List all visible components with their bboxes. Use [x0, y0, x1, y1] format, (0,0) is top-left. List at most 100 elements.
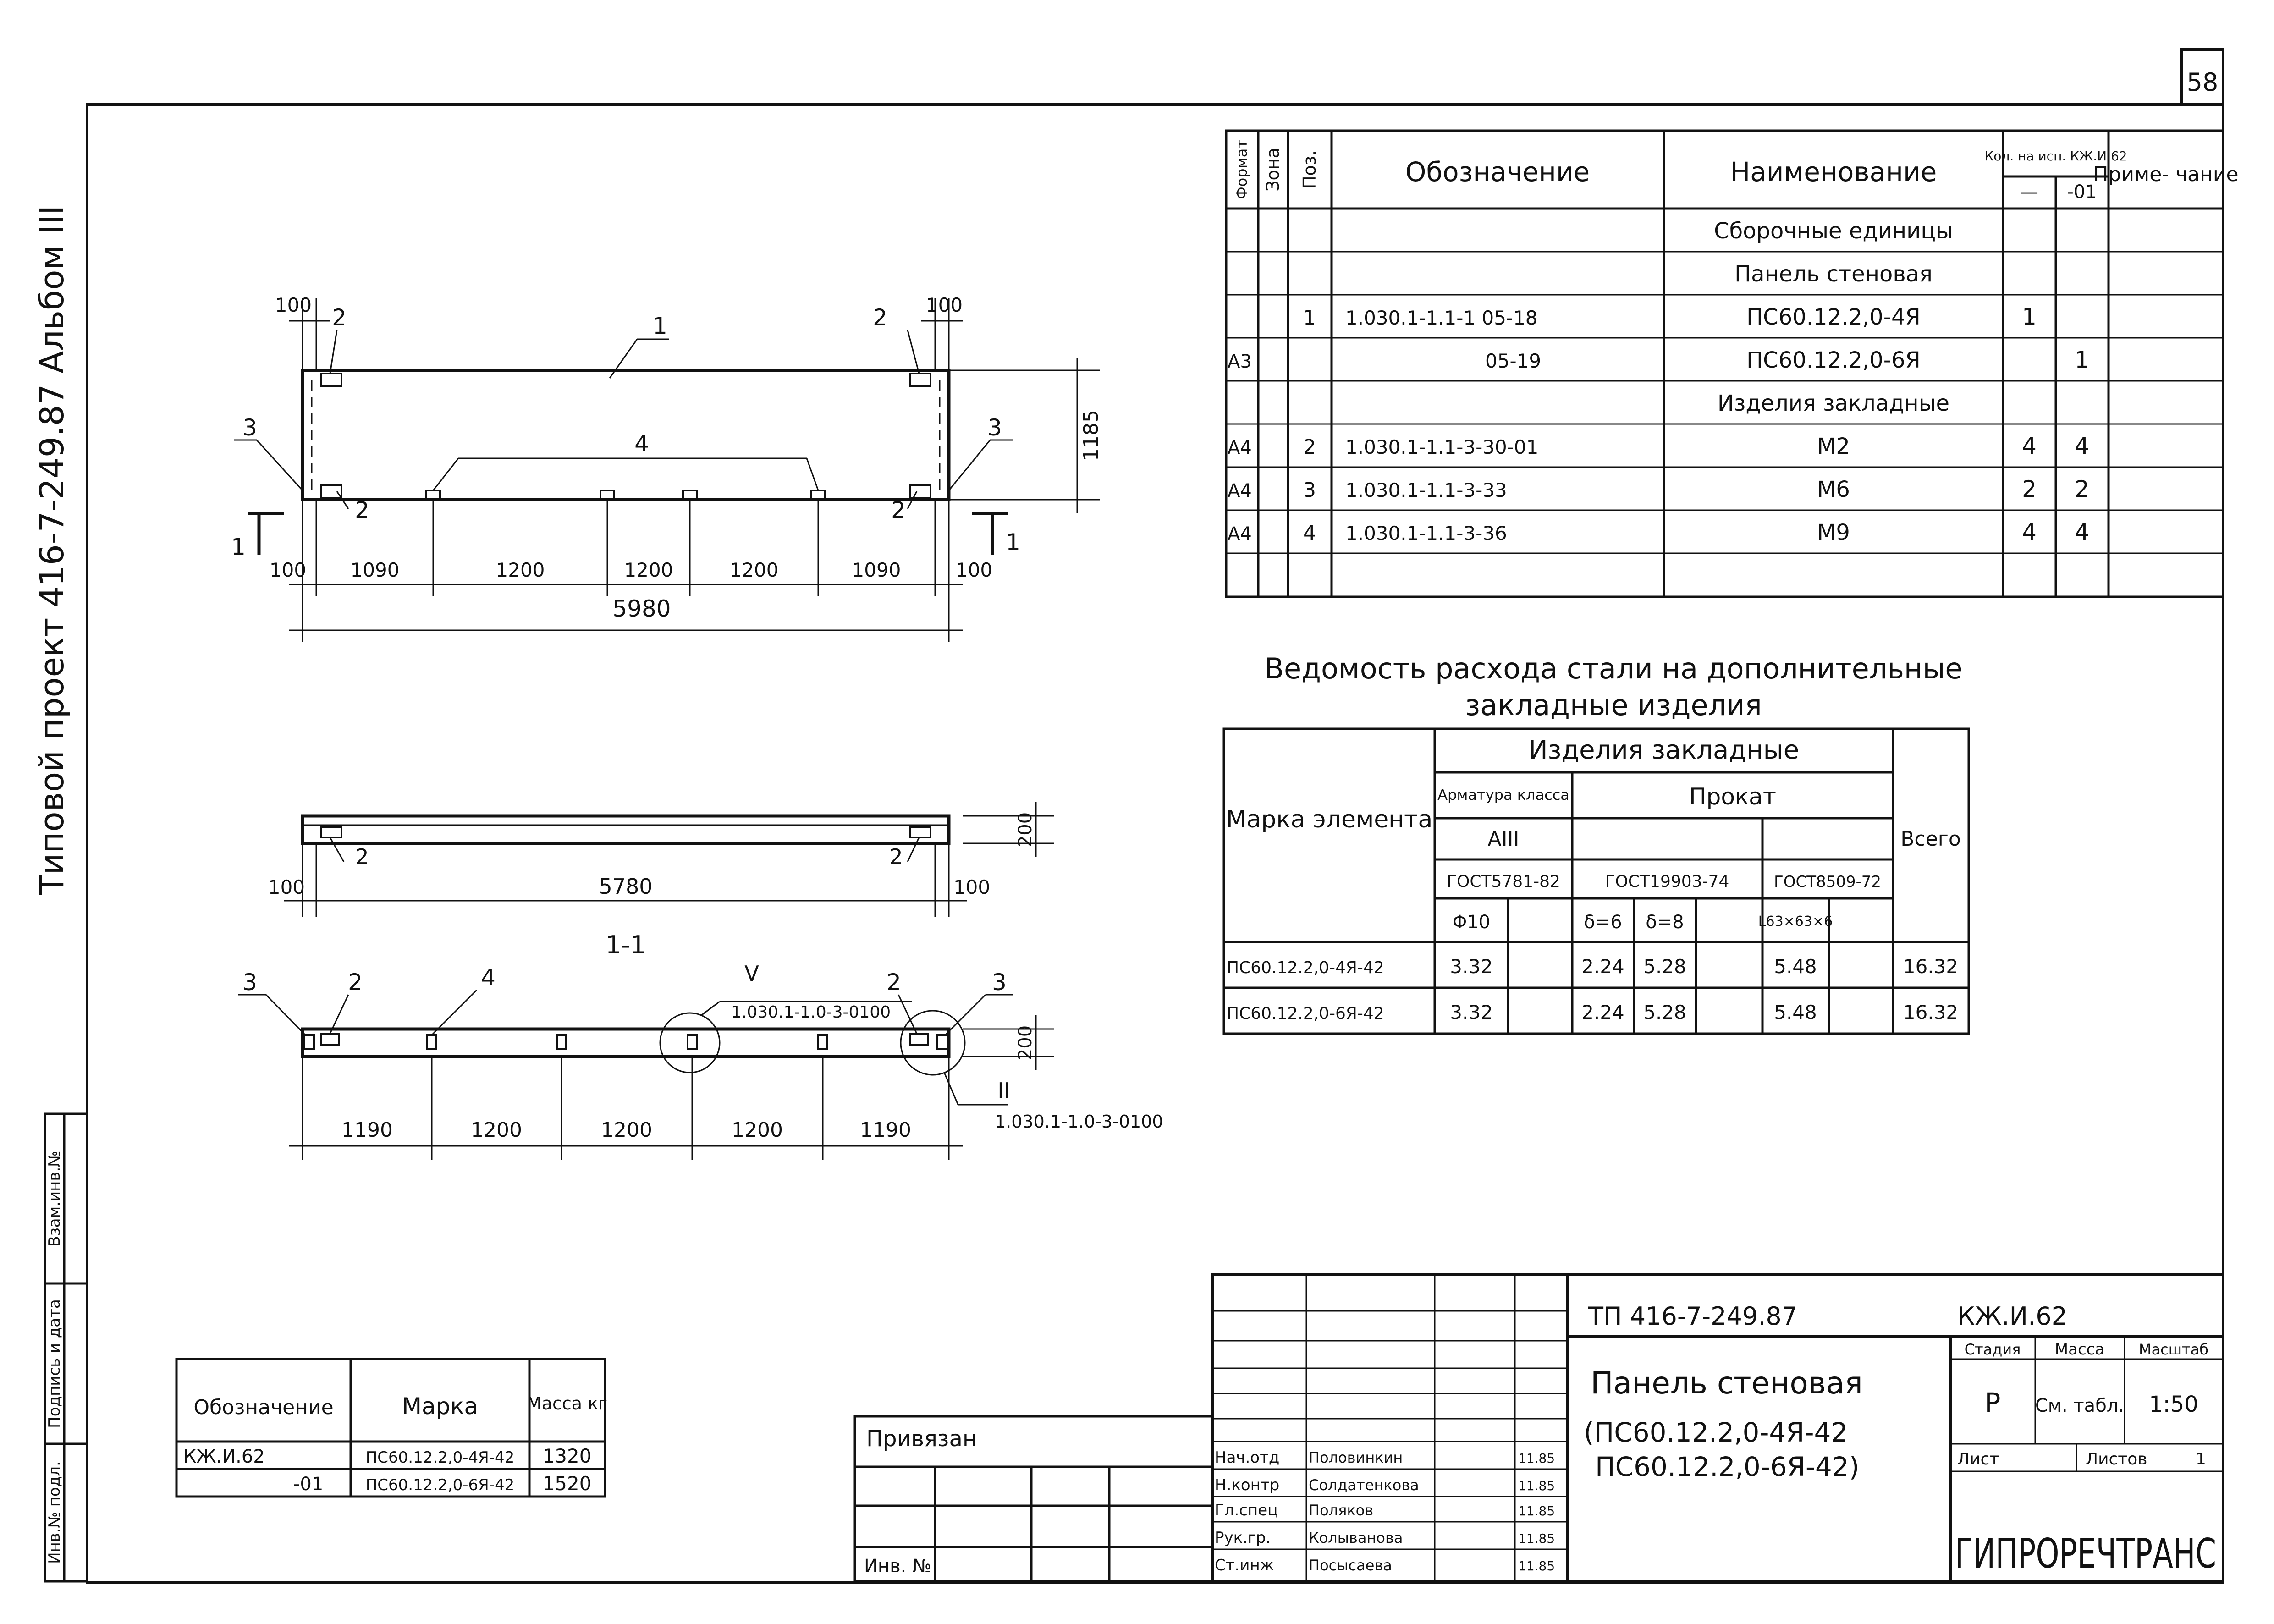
title-mass: См. табл.	[2035, 1395, 2124, 1416]
title-h-sheets: Листов	[2086, 1450, 2147, 1469]
steel-header-rolled: Прокат	[1689, 783, 1776, 810]
title-marks-1: (ПС60.12.2,0-4Я-42	[1584, 1417, 1848, 1448]
spec-cell-name: ПС60.12.2,0-4Я	[1746, 304, 1921, 330]
spec-cell-designation: 05-19	[1485, 350, 1541, 372]
steel-header-class: АIII	[1487, 827, 1519, 851]
leader-label: 2	[332, 304, 347, 331]
leader-label: 4	[634, 430, 649, 457]
spec-header-qty: Кол. на исп. КЖ.И.62	[1984, 149, 2127, 164]
spec-cell-format: А4	[1228, 437, 1252, 458]
steel-header-mark: Марка элемента	[1226, 806, 1433, 833]
sheet-number-box: 58	[2180, 48, 2224, 106]
leader-label: 3	[242, 414, 257, 441]
steel-header-angle: L63×63×6	[1758, 914, 1833, 930]
mass-cell-designation: -01	[293, 1474, 323, 1495]
steel-header-d10: Φ10	[1453, 912, 1490, 933]
signer-role: Рук.гр.	[1215, 1529, 1271, 1547]
mass-cell-mark: ПС60.12.2,0-6Я-42	[366, 1476, 515, 1494]
signer-date: 11.85	[1518, 1531, 1555, 1546]
bottom-dim: 100	[270, 559, 306, 581]
mass-cell-mass: 1320	[543, 1445, 592, 1467]
title-h-mass: Масса	[2055, 1340, 2104, 1359]
spec-cell-pos: 2	[1303, 435, 1316, 459]
spec-cell-format: А4	[1228, 523, 1252, 545]
detail-ii-ref: 1.030.1-1.0-3-0100	[995, 1112, 1163, 1132]
detail-circle-v	[659, 1012, 721, 1073]
section-dim: 1190	[341, 1118, 393, 1142]
signer-role: Ст.инж	[1215, 1556, 1274, 1574]
section-1-1: 1-1 3 2 4 2 3 V 1.030.1-1.0-3-0100 II	[238, 930, 1163, 1160]
binding-title: Привязан	[866, 1426, 977, 1452]
title-scale: 1:50	[2149, 1392, 2198, 1417]
spec-cell-qty-base: 4	[2022, 519, 2037, 545]
spec-cell-format: А4	[1228, 480, 1252, 501]
spec-cell-name: Панель стеновая	[1734, 261, 1933, 287]
spec-header-format: Формат	[1233, 140, 1250, 199]
sheet-number: 58	[2187, 68, 2219, 97]
title-block: ТП 416-7-249.87 КЖ.И.62 Панель стеновая …	[1211, 1273, 2224, 1583]
spec-cell-qty-01: 2	[2075, 476, 2089, 502]
title-marks-2: ПС60.12.2,0-6Я-42)	[1595, 1451, 1859, 1482]
steel-table: Ведомость расхода стали на дополнительны…	[1222, 652, 1970, 1035]
title-name: Панель стеновая	[1591, 1365, 1863, 1401]
steel-title-2: закладные изделия	[1465, 688, 1762, 722]
signer-role: Нач.отд	[1215, 1448, 1279, 1467]
steel-header-gost1: ГОСТ5781-82	[1447, 872, 1560, 891]
steel-cell-d10: 3.32	[1450, 955, 1493, 978]
mass-header-mass: Масса кг	[527, 1393, 607, 1414]
detail-ii-mark: II	[997, 1078, 1010, 1103]
section-mark-right: 1	[1006, 529, 1020, 556]
spec-cell-designation: 1.030.1-1.1-3-33	[1345, 479, 1507, 501]
title-sheets: 1	[2196, 1450, 2206, 1469]
spec-cell-qty-01: 4	[2075, 433, 2089, 459]
spec-cell-pos: 3	[1303, 479, 1316, 502]
spec-cell-name: М9	[1817, 520, 1850, 545]
signer-name: Солдатенкова	[1309, 1476, 1419, 1494]
steel-cell-angle: 5.48	[1774, 955, 1817, 978]
bottom-dim: 1200	[496, 559, 545, 581]
spec-table: Формат Зона Поз. Обозначение Наименовани…	[1225, 129, 2239, 598]
stamp-replace-label: Взам.инв.№	[45, 1151, 64, 1246]
plan-depth-dim: 200	[1015, 812, 1036, 847]
title-doc: КЖ.И.62	[1957, 1302, 2067, 1331]
title-h-stage: Стадия	[1965, 1341, 2021, 1358]
steel-cell-d6: 2.24	[1581, 1001, 1624, 1024]
section-label: 4	[481, 964, 496, 991]
steel-header-d6: δ=6	[1584, 912, 1622, 933]
steel-header-total: Всего	[1900, 827, 1960, 851]
leader-label: 1	[653, 313, 667, 339]
sheet-frame	[86, 103, 2224, 1584]
bottom-dim: 1200	[624, 559, 673, 581]
section-dim: 1190	[860, 1118, 911, 1142]
steel-cell-mark: ПС60.12.2,0-6Я-42	[1227, 1004, 1384, 1023]
mass-header-designation: Обозначение	[193, 1396, 333, 1419]
section-label: 2	[886, 969, 901, 996]
steel-header-gost3: ГОСТ8509-72	[1774, 873, 1881, 891]
panel-elevation: 1 2 2 2 2 3 3 4 100 100 1185 1 1	[231, 294, 1103, 642]
steel-header-rebar: Арматура класса	[1437, 786, 1569, 804]
mass-cell-mark: ПС60.12.2,0-4Я-42	[366, 1448, 515, 1467]
plan-right-dim: 100	[953, 876, 990, 898]
steel-cell-d10: 3.32	[1450, 1001, 1493, 1024]
signer-date: 11.85	[1518, 1451, 1555, 1466]
leader-label: 2	[873, 304, 887, 331]
spec-cell-qty-base: 4	[2022, 433, 2037, 459]
mass-cell-designation: КЖ.И.62	[183, 1446, 265, 1467]
steel-title-1: Ведомость расхода стали на дополнительны…	[1264, 652, 1962, 685]
spec-cell-qty-base: 2	[2022, 476, 2037, 502]
detail-v-mark: V	[744, 961, 759, 986]
signer-name: Поляков	[1309, 1502, 1373, 1519]
album-caption: Типовой проект 416-7-249.87 Альбом III	[33, 205, 71, 896]
title-stage: Р	[1985, 1387, 2001, 1418]
bottom-dim: 1200	[730, 559, 779, 581]
total-length-dim: 5980	[612, 595, 671, 622]
steel-cell-mark: ПС60.12.2,0-4Я-42	[1227, 958, 1384, 977]
section-dim: 1200	[732, 1118, 783, 1142]
plate-m2	[909, 484, 931, 499]
mass-cell-mass: 1520	[543, 1472, 592, 1495]
signer-name: Колыванова	[1309, 1529, 1403, 1547]
